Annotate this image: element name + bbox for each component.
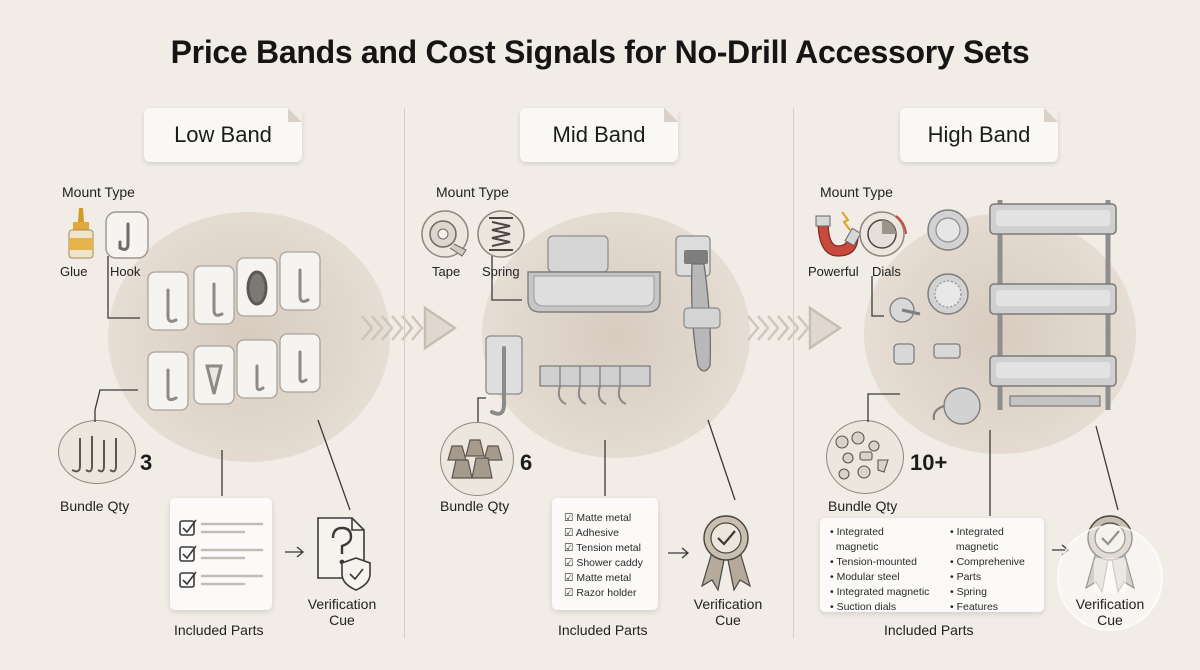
bundle-qty-mid: 6 — [520, 450, 533, 475]
arrow-chevrons-left — [361, 305, 458, 351]
parts-list-item: • Suction dials — [830, 601, 897, 613]
bundle-bags-icon — [447, 439, 503, 479]
band-card-high: High Band — [900, 108, 1058, 162]
band-card-low: Low Band — [144, 108, 302, 162]
wall-hook-icon — [105, 211, 149, 259]
bundle-hooks-icon — [71, 436, 117, 473]
parts-list-item: magnetic — [955, 541, 999, 553]
parts-list-item: • Spring — [950, 586, 987, 598]
bundle-parts-circle — [826, 420, 904, 494]
adhesive-hook-plate-icon — [485, 335, 523, 416]
mount-type-glue: Glue — [60, 264, 88, 279]
glue-bottle-icon — [68, 208, 94, 259]
mount-type-dials: Dials — [872, 264, 901, 279]
parts-list-item: • Modular steel — [830, 571, 900, 583]
parts-list-item: ☑ Matte metal — [564, 572, 632, 584]
mount-type-label-high: Mount Type — [820, 184, 893, 200]
suction-knobs-icon — [889, 209, 981, 425]
mount-type-label-low: Mount Type — [62, 184, 135, 200]
parts-list-item: ☑ Tension metal — [564, 542, 641, 554]
column-divider-1 — [404, 108, 405, 638]
parts-list-sheet-high: • Integrated magnetic • Tension-mounted … — [820, 518, 1044, 613]
bundle-qty-label-mid: Bundle Qty — [440, 498, 510, 514]
checklist-sheet-low — [170, 498, 272, 610]
checklist-icon — [179, 519, 197, 588]
bundle-qty-low: 3 — [140, 450, 153, 475]
bundle-qty-high: 10+ — [910, 450, 948, 475]
dial-icon — [859, 211, 907, 257]
mount-type-label-mid: Mount Type — [436, 184, 509, 200]
fold-corner — [664, 108, 678, 122]
parts-list-item: • Features — [950, 601, 999, 613]
shower-caddy-icon — [527, 235, 661, 405]
verification-cue-label-mid: Verification Cue — [693, 596, 763, 628]
tape-roll-icon — [421, 210, 469, 258]
parts-list-item: • Comprehenive — [950, 556, 1025, 568]
mount-type-hook: Hook — [110, 264, 141, 279]
mount-type-tape: Tape — [432, 264, 461, 279]
tiered-shelf-icon — [989, 200, 1117, 410]
parts-list-item: • Parts — [950, 571, 982, 583]
low-band-backdrop — [108, 212, 390, 462]
award-ribbon-icon — [700, 515, 752, 592]
bundle-qty-label-low: Bundle Qty — [60, 498, 130, 514]
column-divider-2 — [793, 108, 794, 638]
included-parts-label-high: Included Parts — [884, 622, 974, 638]
razor-holder-icon — [675, 235, 721, 372]
bundle-hooks-circle — [58, 420, 136, 484]
parts-list-item: ☑ Adhesive — [564, 527, 619, 539]
bundle-qty-label-high: Bundle Qty — [828, 498, 898, 514]
arrow-chevrons-right — [747, 305, 843, 351]
parts-list-item: • Integrated magnetic — [830, 586, 930, 598]
included-parts-label-low: Included Parts — [174, 622, 264, 638]
band-name-low: Low Band — [174, 122, 272, 147]
adhesive-hooks-grid — [147, 251, 321, 411]
bundle-parts-icon — [835, 431, 889, 480]
parts-list-item: ☑ Shower caddy — [564, 557, 643, 569]
parts-list-sheet-mid: ☑ Matte metal ☑ Adhesive ☑ Tension metal… — [552, 498, 658, 610]
award-ribbon-icon-high — [1085, 515, 1135, 594]
parts-list-item: ☑ Razor holder — [564, 587, 637, 599]
parts-list-item: • Integrated — [950, 526, 1004, 538]
verification-cue-label-low: Verification Cue — [307, 596, 377, 628]
mid-band-backdrop — [482, 212, 750, 458]
bundle-bags-circle — [440, 422, 514, 496]
parts-list-item: • Tension-mounted — [830, 556, 917, 568]
included-parts-label-mid: Included Parts — [558, 622, 648, 638]
high-band-backdrop — [864, 214, 1136, 454]
parts-list-item: magnetic — [835, 541, 879, 553]
parts-list-item: • Integrated — [830, 526, 884, 538]
magnet-icon — [815, 211, 862, 257]
spring-icon — [477, 210, 525, 258]
parts-list-item: ☑ Matte metal — [564, 512, 632, 524]
question-document-icon — [317, 517, 371, 591]
mount-type-spring: Spring — [482, 264, 520, 279]
page-title: Price Bands and Cost Signals for No-Dril… — [170, 34, 1030, 70]
fold-corner — [1044, 108, 1058, 122]
band-card-mid: Mid Band — [520, 108, 678, 162]
band-name-mid: Mid Band — [552, 122, 646, 147]
band-name-high: High Band — [927, 122, 1031, 147]
fold-corner — [288, 108, 302, 122]
mount-type-powerful: Powerful — [808, 264, 859, 279]
verification-cue-label-high: Verification Cue — [1075, 596, 1145, 628]
